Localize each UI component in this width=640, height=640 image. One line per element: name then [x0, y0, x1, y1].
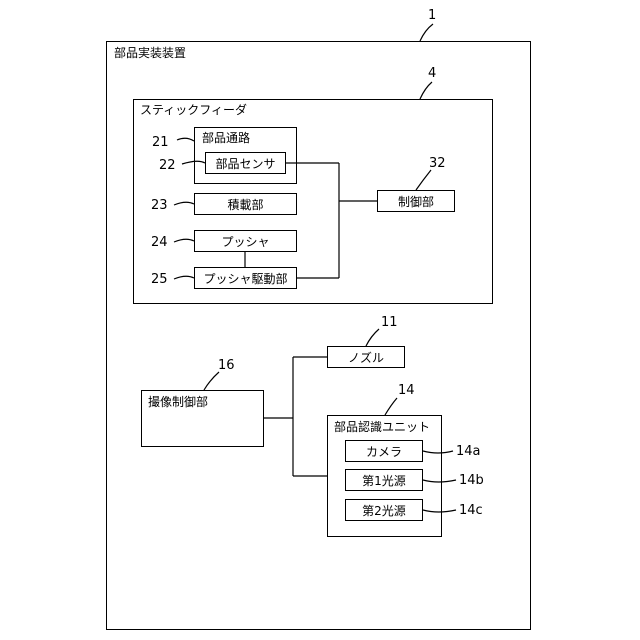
ref-4: 4 [428, 66, 436, 81]
leader-24 [174, 239, 194, 242]
leader-32 [416, 170, 431, 190]
leader-22 [182, 161, 205, 164]
ref-11: 11 [381, 315, 398, 330]
ref-14a: 14a [456, 444, 481, 459]
ref-1: 1 [428, 8, 436, 23]
ref-14: 14 [398, 383, 415, 398]
ref-24: 24 [151, 235, 168, 250]
ref-22: 22 [159, 158, 176, 173]
leader-11 [366, 329, 379, 346]
leader-1 [420, 24, 433, 41]
ref-14b: 14b [459, 473, 484, 488]
ref-21: 21 [152, 135, 169, 150]
ref-32: 32 [429, 156, 446, 171]
leader-14b [423, 480, 456, 482]
leader-14 [385, 398, 397, 415]
ref-23: 23 [151, 198, 168, 213]
leader-14a [423, 451, 453, 453]
ref-25: 25 [151, 272, 168, 287]
leader-16 [204, 372, 219, 390]
leader-25 [174, 276, 194, 279]
leader-23 [174, 202, 194, 205]
ref-14c: 14c [459, 503, 483, 518]
leader-14c [423, 510, 456, 512]
ref-16: 16 [218, 358, 235, 373]
leader-4 [420, 82, 432, 99]
leader-21 [177, 138, 194, 141]
